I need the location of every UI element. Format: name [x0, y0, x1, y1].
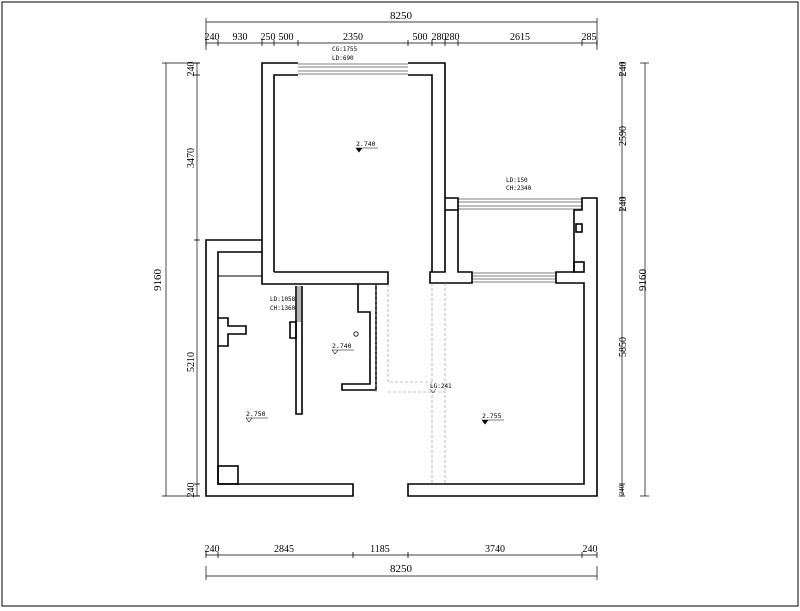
right-dim-seg-1: 240	[618, 62, 629, 77]
right-window-ld-label: LD:150	[506, 177, 528, 184]
bottom-dim-seg-5: 240	[583, 544, 598, 555]
svg-text:2.750: 2.750	[246, 410, 266, 418]
beam-lg-label: LG:241	[430, 383, 452, 390]
left-dim-seg-3: 5210	[186, 352, 197, 372]
top-dim-seg-6: 500	[413, 32, 428, 43]
right-wing-wall	[407, 197, 598, 497]
floor-drain-icon	[353, 331, 359, 337]
top-dim-seg-5: 2350	[343, 32, 363, 43]
top-dim-seg-8: 280	[445, 32, 460, 43]
right-top-window	[458, 198, 582, 210]
right-middle-window	[472, 272, 556, 283]
right-dim-seg-3: 240	[618, 197, 629, 212]
beam-lg-marker	[429, 388, 437, 394]
top-room-wall-outer	[261, 62, 473, 284]
top-dimension-chain: 8250 240 930 250 500 2350 500 280 280 26…	[205, 10, 598, 50]
bottom-total-dimension: 8250	[390, 563, 413, 575]
middle-partition-stub	[289, 321, 297, 339]
top-room-wall-inner	[273, 74, 433, 272]
left-dim-seg-2: 3470	[186, 148, 197, 168]
left-wing-column	[218, 317, 247, 347]
left-wing-wall	[205, 239, 354, 497]
top-dim-seg-7: 280	[432, 32, 447, 43]
bottom-dimension-chain: 240 2845 1185 3740 240 8250	[205, 544, 598, 580]
bottom-dim-seg-4: 3740	[485, 544, 505, 555]
top-total-dimension: 8250	[390, 10, 413, 22]
right-wing-column	[573, 261, 585, 273]
left-total-dimension: 9160	[152, 269, 164, 292]
bottom-dim-seg-1: 240	[205, 544, 220, 555]
right-dim-seg-2: 2590	[618, 126, 629, 146]
right-dim-seg-5: 240	[618, 484, 626, 495]
right-wing-column-small	[575, 223, 583, 233]
right-dim-seg-4: 5850	[618, 337, 629, 357]
top-window-ld-label: LD:690	[332, 55, 354, 62]
right-dimension-chain: 240 2590 240 5850 240 9160	[618, 62, 649, 497]
elevation-marker-middle-room: 2.740	[331, 342, 354, 355]
left-dimension-chain: 9160 240 3470 5210 240	[152, 62, 200, 498]
elevation-marker-right-room: 2.755	[481, 412, 504, 425]
walls	[205, 62, 598, 497]
left-dim-seg-4: 240	[186, 483, 197, 498]
windows	[295, 63, 582, 322]
middle-room-wall	[341, 284, 377, 391]
middle-partition-wall	[295, 286, 303, 415]
right-window-ch-label: CH:2340	[506, 185, 532, 192]
top-dim-seg-10: 285	[582, 32, 597, 43]
top-dim-seg-3: 250	[261, 32, 276, 43]
bottom-dim-seg-2: 2845	[274, 544, 294, 555]
top-dim-seg-9: 2615	[510, 32, 530, 43]
dashed-beam-lines	[375, 283, 446, 484]
top-dim-seg-4: 500	[279, 32, 294, 43]
top-room-bottom-wall	[261, 271, 389, 285]
bottom-dim-seg-3: 1185	[370, 544, 390, 555]
top-dim-seg-1: 240	[205, 32, 220, 43]
left-wing-corner-column	[217, 465, 239, 485]
top-window-cg-label: CG:1755	[332, 46, 358, 53]
top-dim-seg-2: 930	[233, 32, 248, 43]
left-window-ch-label: CH:1360	[270, 305, 296, 312]
left-window-ld-label: LD:1058	[270, 296, 296, 303]
elevation-marker-top-room: 2.740	[355, 140, 378, 153]
top-window	[298, 63, 408, 75]
left-middle-window	[295, 286, 301, 322]
elevation-marker-left-room: 2.750	[245, 410, 268, 423]
right-wing-top-left	[445, 197, 459, 210]
svg-text:2.740: 2.740	[356, 140, 376, 148]
svg-text:2.740: 2.740	[332, 342, 352, 350]
right-total-dimension: 9160	[637, 269, 649, 292]
svg-text:2.755: 2.755	[482, 412, 502, 420]
left-dim-seg-1: 240	[186, 62, 197, 77]
